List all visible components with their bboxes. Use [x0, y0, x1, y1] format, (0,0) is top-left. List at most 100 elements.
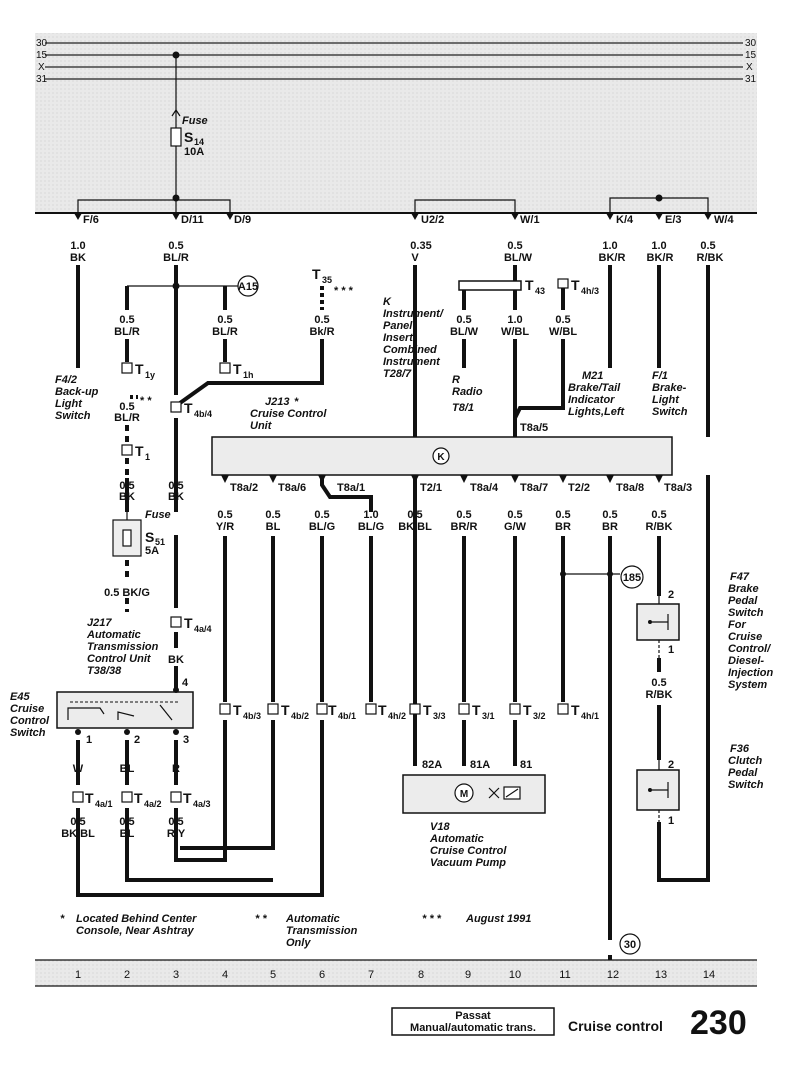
- svg-text:J217: J217: [87, 617, 112, 629]
- wire-s5-size: 0.5: [407, 509, 422, 521]
- conn-t1y-sub: 1y: [145, 370, 155, 380]
- wire-c11-color: W/BL: [549, 326, 577, 338]
- t4b4-stars: * *: [140, 395, 152, 407]
- wire-s9-color: BR: [602, 521, 618, 533]
- wire-c2d: 0.5 BK/G: [104, 587, 150, 599]
- conn-t4h3-sub: 4h/3: [581, 286, 599, 296]
- note1-star: *: [60, 913, 65, 925]
- title-box: [391, 1007, 555, 1036]
- mark-a15: A15: [238, 281, 258, 293]
- wire-c2b-color: BL/R: [114, 412, 140, 424]
- feed-k4: K/4: [616, 214, 634, 226]
- wire-s4-color: BL/G: [358, 521, 384, 533]
- label-f47: F47 Brake Pedal Switch For Cruise Contro…: [728, 571, 774, 691]
- svg-text:Automatic: Automatic: [429, 833, 484, 845]
- wire-b2-color: BL: [120, 828, 135, 840]
- conn-t4b4-sub: 4b/4: [194, 409, 212, 419]
- conn-t1-sub: 1: [145, 452, 150, 462]
- pin-v18-82a: 82A: [422, 759, 442, 771]
- wire-c9-color: BL/W: [450, 326, 479, 338]
- svg-text:Brake/Tail: Brake/Tail: [568, 382, 621, 394]
- wire-c4-size: 0.5: [217, 314, 232, 326]
- wire-c1-size: 1.0: [70, 240, 85, 252]
- pin-t22: T2/2: [568, 482, 590, 494]
- conn-t1h-sub: 1h: [243, 370, 254, 380]
- svg-text:Cruise: Cruise: [10, 703, 44, 715]
- mark-185: 185: [623, 572, 641, 584]
- conn-t33-sub: 3/3: [433, 711, 446, 721]
- wire-s3-color: BL/G: [309, 521, 335, 533]
- conn-t4h2: T: [378, 702, 387, 718]
- conn-t4b2-sub: 4b/2: [291, 711, 309, 721]
- svg-text:Panel: Panel: [383, 320, 413, 332]
- svg-text:Instrument: Instrument: [383, 356, 441, 368]
- note1-line1: Located Behind Center: [76, 913, 197, 925]
- wire-c3-size: 0.5: [168, 240, 183, 252]
- svg-text:M21: M21: [582, 370, 603, 382]
- bus-31-right: 31: [745, 74, 757, 85]
- wire-b1-color: BK/BL: [61, 828, 95, 840]
- j213-k-symbol: K: [437, 452, 445, 463]
- svg-text:Back-up: Back-up: [55, 386, 99, 398]
- label-f36: F36 Clutch Pedal Switch: [728, 743, 764, 791]
- feed-arrows: [74, 213, 712, 220]
- fuse-s14-name: S: [184, 129, 193, 145]
- svg-text:Pedal: Pedal: [728, 767, 758, 779]
- pin-t8a6: T8a/6: [278, 482, 306, 494]
- pin-f36-2: 2: [668, 759, 674, 771]
- pin-e45-4: 4: [182, 677, 189, 689]
- svg-text:T38/38: T38/38: [87, 665, 122, 677]
- svg-text:*: *: [294, 396, 299, 408]
- svg-text:Light: Light: [55, 398, 83, 410]
- wire-c8-color: V: [411, 252, 419, 264]
- wire-c10b-color: W/BL: [501, 326, 529, 338]
- feed-w4: W/4: [714, 214, 734, 226]
- wire-c6-color: Bk/R: [309, 326, 334, 338]
- conn-t4b1-sub: 4b/1: [338, 711, 356, 721]
- wire-s7-size: 0.5: [507, 509, 522, 521]
- conn-t4a2: T: [134, 790, 143, 806]
- conn-t4b3: T: [233, 702, 242, 718]
- reference-marks: A15 185 30: [237, 275, 644, 955]
- svg-text:F36: F36: [730, 743, 750, 755]
- wire-c12-size: 1.0: [602, 240, 617, 252]
- wire-e45-bl: BL: [120, 763, 135, 775]
- bus-31-left: 31: [36, 74, 48, 85]
- wire-c14-color: R/BK: [697, 252, 724, 264]
- pin-t8a5: T8a/5: [520, 422, 548, 434]
- wire-c3c-color: BK: [168, 654, 184, 666]
- svg-text:Unit: Unit: [250, 420, 273, 432]
- svg-text:Insert: Insert: [383, 332, 414, 344]
- page-number: 230: [690, 1004, 747, 1042]
- wire-s1-color: Y/R: [216, 521, 234, 533]
- svg-text:Cruise Control: Cruise Control: [430, 845, 507, 857]
- note1-line2: Console, Near Ashtray: [76, 925, 194, 937]
- e45-switch: 4 1 2 3: [56, 677, 194, 746]
- wire-s2-size: 0.5: [265, 509, 280, 521]
- svg-text:E45: E45: [10, 691, 30, 703]
- label-m21: M21 Brake/Tail Indicator Lights,Left: [568, 370, 626, 418]
- fuse-s14-caption: Fuse: [182, 115, 208, 127]
- svg-text:6: 6: [319, 969, 325, 981]
- svg-text:Switch: Switch: [10, 727, 46, 739]
- svg-text:Vacuum Pump: Vacuum Pump: [430, 857, 506, 869]
- conn-t4a3: T: [183, 790, 192, 806]
- f36-switch: 2 1: [636, 759, 680, 827]
- conn-t4h3: T: [571, 277, 580, 293]
- conn-t32: T: [523, 702, 532, 718]
- svg-text:2: 2: [124, 969, 130, 981]
- pin-t8a1: T8a/1: [337, 482, 365, 494]
- label-f42: F4/2 Back-up Light Switch: [55, 374, 99, 422]
- label-j213: J213 * Cruise Control Unit: [250, 396, 327, 432]
- label-r-radio: R Radio T8/1: [452, 374, 483, 414]
- svg-text:Combined: Combined: [383, 344, 437, 356]
- wire-s10-size: 0.5: [651, 509, 666, 521]
- conn-t4a4-sub: 4a/4: [194, 624, 212, 634]
- svg-text:Brake-: Brake-: [652, 382, 687, 394]
- note3-text: August 1991: [465, 913, 531, 925]
- pin-f47-1: 1: [668, 644, 674, 656]
- feed-e3: E/3: [665, 214, 682, 226]
- conn-t1h: T: [233, 361, 242, 377]
- wire-s9-size: 0.5: [602, 509, 617, 521]
- wire-s6-color: BR/R: [451, 521, 478, 533]
